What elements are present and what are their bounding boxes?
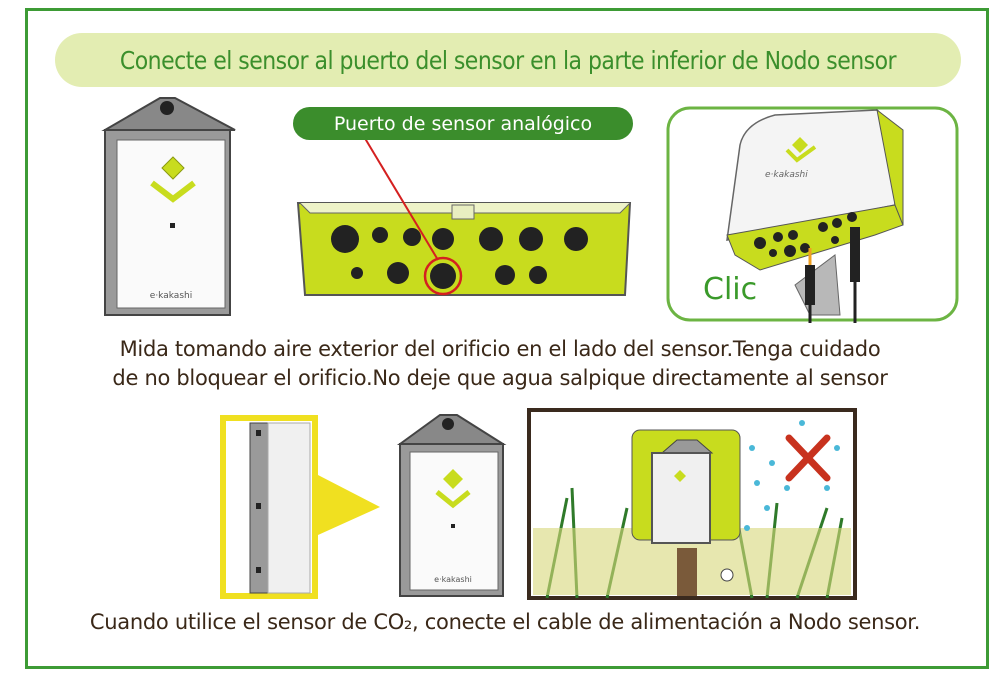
click-label: Clic [703, 272, 758, 307]
co2-sensor-illustration: e·kakashi [396, 414, 507, 597]
svg-text:e·kakashi: e·kakashi [434, 575, 472, 584]
click-connection-illustration: e·kakashi [666, 106, 959, 323]
instruction-line: Mida tomando aire exterior del orificio … [119, 337, 881, 361]
outer-frame [25, 8, 989, 669]
svg-text:e·kakashi: e·kakashi [150, 291, 192, 301]
page-title: Conecte el sensor al puerto del sensor e… [55, 33, 961, 87]
co2-caption: Cuando utilice el sensor de CO₂, conecte… [89, 610, 921, 634]
analog-port-label: Puerto de sensor analógico [293, 107, 633, 140]
svg-text:e·kakashi: e·kakashi [765, 170, 808, 180]
title-text: Conecte el sensor al puerto del sensor e… [119, 45, 897, 75]
field-installation-illustration [527, 408, 857, 600]
instruction-line: de no bloquear el orificio.No deje que a… [112, 366, 888, 390]
sensor-node-ports-illustration [296, 135, 632, 296]
instructions-text: Mida tomando aire exterior del orificio … [40, 335, 960, 393]
sensor-side-view-illustration [220, 415, 380, 599]
sensor-device-illustration: e·kakashi [101, 97, 236, 316]
